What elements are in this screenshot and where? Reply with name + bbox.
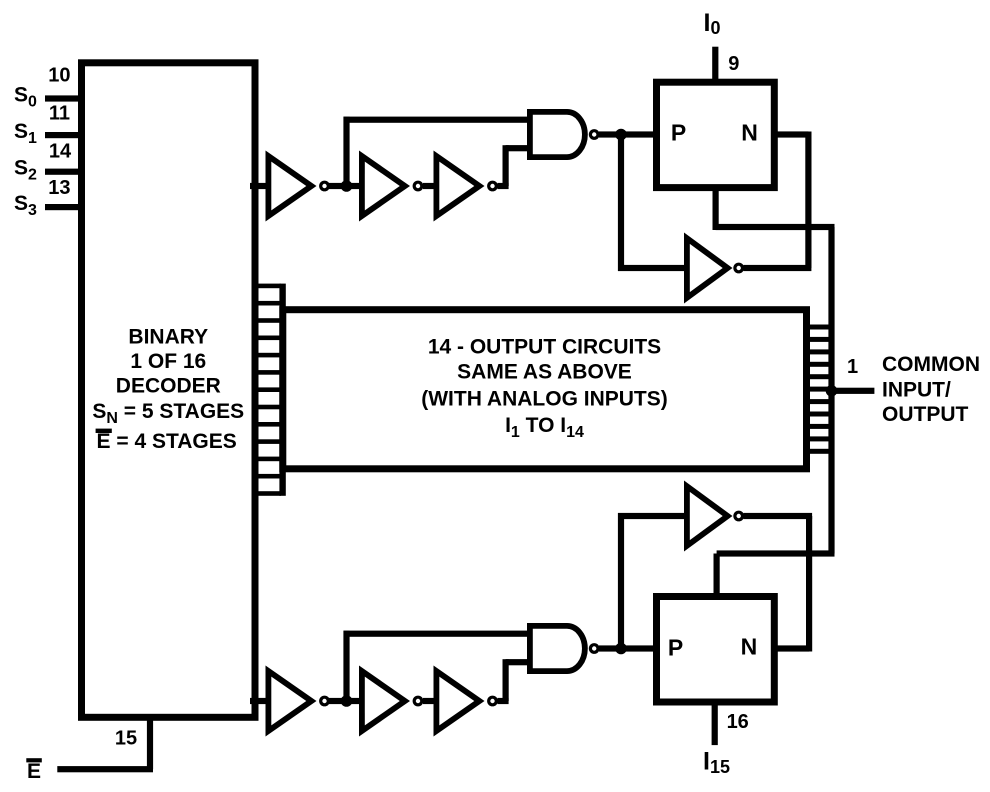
- svg-text:13: 13: [48, 177, 70, 199]
- svg-text:BINARY: BINARY: [128, 326, 208, 349]
- svg-text:1 OF 16: 1 OF 16: [130, 350, 206, 373]
- svg-text:16: 16: [727, 711, 749, 733]
- svg-text:INPUT/: INPUT/: [882, 379, 951, 402]
- svg-text:(WITH ANALOG INPUTS): (WITH ANALOG INPUTS): [421, 387, 668, 410]
- svg-text:1: 1: [847, 356, 858, 378]
- svg-text:11: 11: [49, 102, 70, 124]
- svg-text:P: P: [668, 634, 683, 660]
- svg-text:N: N: [741, 119, 758, 145]
- svg-text:SN = 5 STAGES: SN = 5 STAGES: [92, 400, 244, 427]
- svg-text:E: E: [27, 760, 41, 783]
- svg-text:10: 10: [48, 64, 70, 86]
- svg-text:OUTPUT: OUTPUT: [882, 403, 969, 426]
- svg-text:14: 14: [49, 140, 72, 162]
- svg-text:9: 9: [728, 53, 739, 75]
- svg-text:E = 4 STAGES: E = 4 STAGES: [97, 430, 237, 453]
- svg-text:N: N: [741, 634, 758, 660]
- svg-text:COMMON: COMMON: [882, 353, 980, 376]
- svg-text:DECODER: DECODER: [116, 375, 221, 398]
- svg-text:15: 15: [115, 728, 137, 750]
- svg-text:14 - OUTPUT CIRCUITS: 14 - OUTPUT CIRCUITS: [428, 336, 661, 359]
- svg-text:P: P: [671, 120, 686, 146]
- svg-text:SAME AS ABOVE: SAME AS ABOVE: [457, 360, 632, 383]
